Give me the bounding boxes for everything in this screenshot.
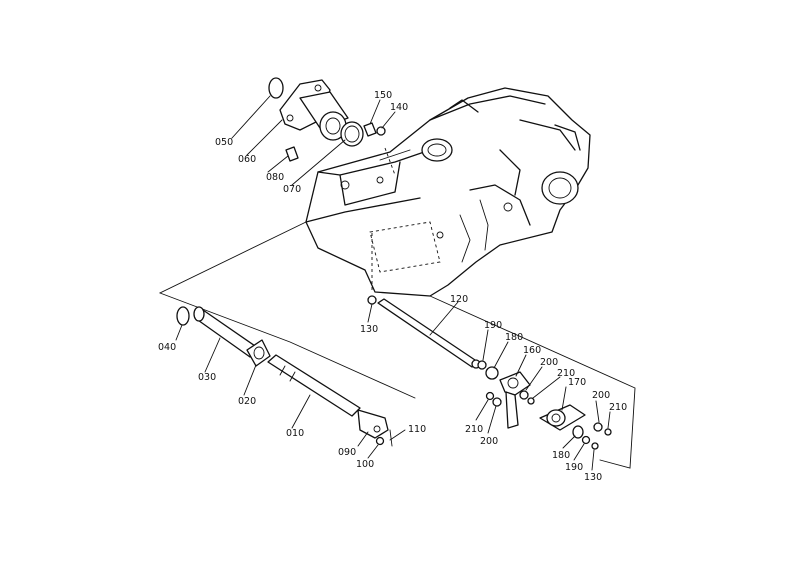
callout-labels: 050 060 080 070 150 140 120 130 040 030 … bbox=[158, 90, 627, 483]
bolt-080 bbox=[285, 146, 299, 162]
callout-040: 040 bbox=[158, 342, 176, 353]
collar-020 bbox=[246, 339, 271, 367]
washer-190-upper bbox=[477, 360, 487, 370]
callout-130-upper: 130 bbox=[360, 324, 378, 335]
callout-180-upper: 180 bbox=[505, 332, 523, 343]
callout-150-top: 150 bbox=[374, 90, 392, 101]
o-ring-050 bbox=[268, 77, 284, 99]
callout-100: 100 bbox=[356, 459, 374, 470]
callout-210-b: 210 bbox=[609, 402, 627, 413]
callout-190-lower: 190 bbox=[565, 462, 583, 473]
shaft-120 bbox=[367, 295, 481, 369]
callout-120: 120 bbox=[450, 294, 468, 305]
clip-210-c bbox=[604, 428, 612, 436]
washer-200-c bbox=[593, 422, 603, 432]
callout-140: 140 bbox=[390, 102, 408, 113]
clip-210-b bbox=[485, 391, 495, 401]
shift-shaft-group bbox=[176, 306, 393, 447]
link-160 bbox=[499, 371, 531, 396]
callout-170: 170 bbox=[568, 377, 586, 388]
washer-200-a bbox=[519, 390, 529, 400]
callout-080: 080 bbox=[266, 172, 284, 183]
callout-020: 020 bbox=[238, 396, 256, 407]
leader-lines bbox=[175, 95, 611, 471]
o-ring-130-upper bbox=[367, 295, 377, 305]
seal-ring-070 bbox=[340, 121, 364, 147]
washer-140 bbox=[376, 126, 386, 136]
callout-010: 010 bbox=[286, 428, 304, 439]
clip-210-a bbox=[527, 397, 535, 405]
bushing-180-upper bbox=[485, 366, 499, 380]
callout-070: 070 bbox=[283, 184, 301, 195]
callout-190-upper: 190 bbox=[484, 320, 502, 331]
transmission-housing bbox=[305, 87, 591, 297]
assembly-guide-lines bbox=[158, 149, 636, 469]
o-ring-040 bbox=[176, 306, 190, 326]
callout-110: 110 bbox=[408, 424, 426, 435]
cover-plate-assembly bbox=[268, 77, 386, 162]
washer-190-lower bbox=[581, 435, 591, 445]
linkage-group bbox=[477, 360, 612, 450]
callout-200-c: 200 bbox=[480, 436, 498, 447]
callout-180-lower: 180 bbox=[552, 450, 570, 461]
pin-100 bbox=[375, 436, 385, 446]
callout-210-a: 210 bbox=[557, 368, 575, 379]
o-ring-130-lower bbox=[591, 442, 599, 450]
callout-200-a: 200 bbox=[540, 357, 558, 368]
callout-160: 160 bbox=[523, 345, 541, 356]
washer-200-b bbox=[492, 397, 502, 407]
lever-arm-090 bbox=[357, 409, 389, 439]
callout-130-lower: 130 bbox=[584, 472, 602, 483]
pin-150 bbox=[363, 122, 377, 137]
callout-200-b: 200 bbox=[592, 390, 610, 401]
callout-060: 060 bbox=[238, 154, 256, 165]
shaft-010 bbox=[267, 354, 361, 417]
callout-210-c: 210 bbox=[465, 424, 483, 435]
callout-030: 030 bbox=[198, 372, 216, 383]
bushing-180-lower bbox=[572, 425, 584, 439]
spring-pin-110 bbox=[389, 429, 393, 447]
callout-050: 050 bbox=[215, 137, 233, 148]
callout-090: 090 bbox=[338, 447, 356, 458]
